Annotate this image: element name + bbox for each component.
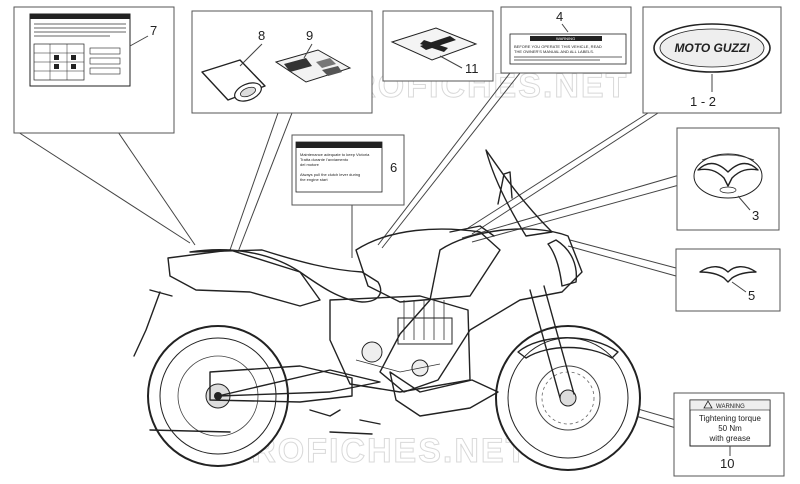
windscreen — [485, 149, 553, 237]
label-4-line-2: THE OWNER'S MANUAL AND ALL LABELS. — [514, 49, 594, 54]
footrests — [309, 409, 381, 425]
tail-light — [149, 289, 173, 297]
box-3[interactable]: 3 — [676, 127, 780, 231]
callout-9: 9 — [306, 28, 313, 43]
label-4-line-1: BEFORE YOU OPERATE THIS VEHICLE, READ — [514, 44, 602, 49]
motorcycle-illustration — [133, 149, 641, 471]
front-wheel — [495, 325, 641, 471]
callout-5: 5 — [748, 288, 755, 303]
label-6-header-bar — [296, 142, 382, 148]
label-7-header-bar — [30, 14, 130, 19]
leader-1b — [471, 112, 659, 235]
label-7-sticker — [29, 13, 131, 87]
box-7[interactable]: 7 — [13, 6, 175, 134]
callout-8: 8 — [258, 28, 265, 43]
side-fairing — [379, 228, 583, 393]
box-8-9[interactable]: 8 9 — [191, 10, 373, 114]
callout-3: 3 — [752, 208, 759, 223]
box-1-2[interactable]: MOTO GUZZI 1 - 2 — [642, 6, 782, 114]
box-11[interactable]: 11 — [382, 10, 494, 82]
label-6-line-2: Tratta durante l'avviamento — [300, 157, 349, 162]
callout-11: 11 — [465, 61, 479, 76]
leader-7b — [17, 131, 191, 244]
label-10-line-3: with grease — [709, 434, 751, 443]
label-10-heading: WARNING — [716, 404, 745, 410]
license-bracket — [133, 291, 161, 357]
front-fender — [517, 337, 619, 359]
leader-3a — [461, 171, 691, 239]
callout-6: 6 — [390, 160, 397, 175]
leader-8b — [237, 112, 293, 253]
part-9-kit — [274, 49, 352, 83]
leader-lines — [17, 72, 691, 429]
leader-8a — [229, 112, 279, 251]
swingarm — [217, 369, 381, 397]
part-8-roll — [201, 59, 266, 102]
leader-4a — [377, 72, 511, 246]
label-7-table — [33, 43, 121, 81]
fuel-tank — [355, 228, 501, 303]
logo-text: MOTO GUZZI — [674, 41, 750, 55]
mirror — [497, 171, 513, 205]
label-7-text-lines — [34, 23, 126, 37]
label-6-line-3: del motore — [300, 162, 320, 167]
label-10-line-1: Tightening torque — [699, 414, 762, 423]
label-4-heading: WARNING — [556, 36, 575, 41]
front-fork — [529, 285, 575, 399]
part-5-eagle-decal — [699, 266, 757, 283]
box-5[interactable]: 5 — [675, 248, 781, 312]
part-1-2-logo-badge: MOTO GUZZI — [653, 23, 771, 73]
label-6-sticker — [295, 141, 383, 193]
leader-5b — [567, 245, 677, 277]
label-4-heading-bar — [530, 36, 602, 41]
warning-triangle-icon — [703, 400, 713, 409]
leader-7a — [117, 131, 196, 246]
tail-section — [167, 249, 321, 307]
headlight — [547, 239, 578, 287]
label-6-line-1: Maintenance adequate to keep Victoria — [300, 152, 370, 157]
callout-4: 4 — [556, 9, 563, 24]
handlebar — [449, 225, 495, 237]
part-3-eagle-emblem — [693, 153, 763, 199]
box-6[interactable]: Maintenance adequate to keep Victoria Tr… — [291, 134, 405, 206]
label-6-line-5: the engine start — [300, 177, 328, 182]
box-4[interactable]: 4 WARNING BEFORE YOU OPERATE THIS VEHICL… — [500, 6, 632, 74]
label-10-header — [689, 399, 771, 411]
callout-10: 10 — [720, 456, 734, 471]
leader-1a — [467, 112, 649, 229]
part-11-sticker — [390, 27, 478, 61]
seat — [189, 249, 382, 303]
label-10-line-2: 50 Nm — [718, 424, 742, 433]
lower-fairing — [389, 371, 499, 417]
leader-3b — [471, 181, 691, 243]
stand — [149, 429, 373, 435]
leader-4b — [381, 72, 521, 249]
callout-7: 7 — [150, 23, 157, 38]
engine — [329, 295, 471, 393]
label-6-line-4: Always pull the clutch lever during — [300, 172, 360, 177]
callout-1-2: 1 - 2 — [690, 94, 716, 109]
exhaust — [209, 365, 353, 403]
box-10[interactable]: WARNING Tightening torque 50 Nm with gre… — [673, 392, 785, 477]
leader-5a — [569, 239, 677, 269]
